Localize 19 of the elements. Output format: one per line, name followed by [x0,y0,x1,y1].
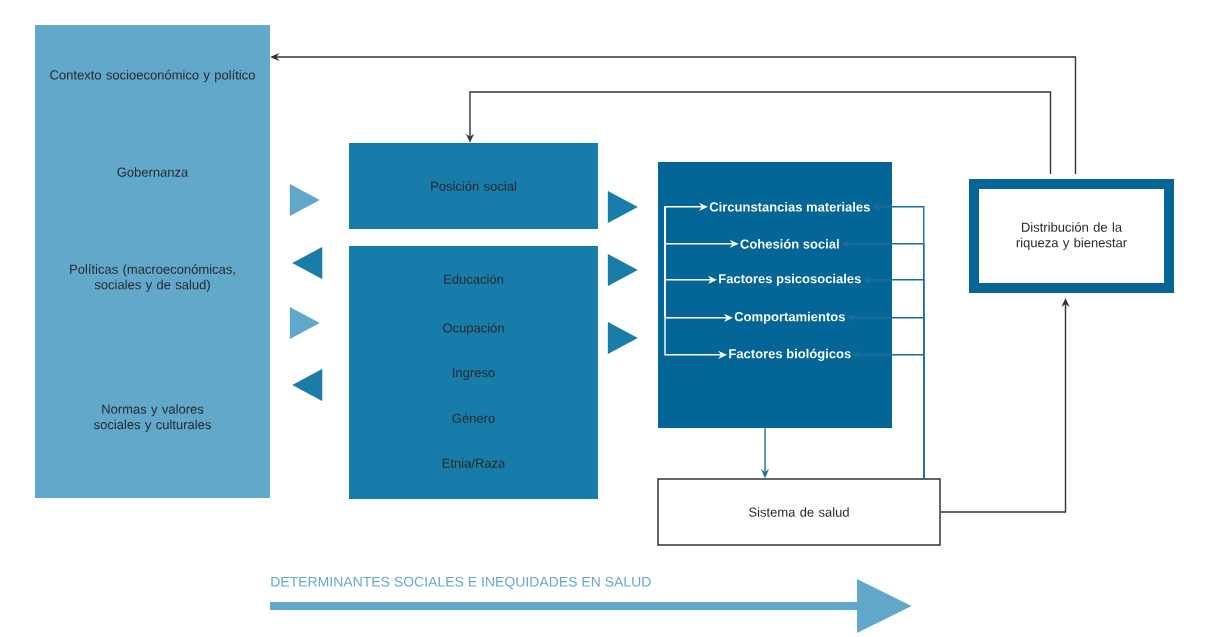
chevron-arrow [289,307,320,339]
banner-text: DETERMINANTES SOCIALES E INEQUIDADES EN SALUD [271,576,651,590]
chevron-arrow [607,191,638,223]
factor-label: Factores psicosociales [719,273,861,286]
factor-label: Cohesión social [740,238,839,249]
chevron-arrow [289,184,320,216]
intermediary-box [658,162,892,428]
factor-label: Factores biológicos [729,348,851,361]
chevron-arrow [292,369,323,401]
health-system-box: Sistema de salud [657,478,941,546]
stratifier-box: Educación Ocupación Ingreso Género Etnia/Raza [349,246,598,499]
context-box: Contexto socioeconómico y político Gobernanza Políticas (macroeconómicas, sociales y de salud) Normas y valores sociales y culturales [35,25,270,498]
distribution-box: Distribución de la riqueza y bienestar [969,179,1174,293]
position-box: Posición social [349,143,598,229]
chevron-arrow [607,254,638,286]
chevron-arrow [607,322,638,354]
chevron-arrow [292,247,323,279]
factor-label: Comportamientos [734,311,845,324]
factor-label: Circunstancias materiales [709,202,870,212]
